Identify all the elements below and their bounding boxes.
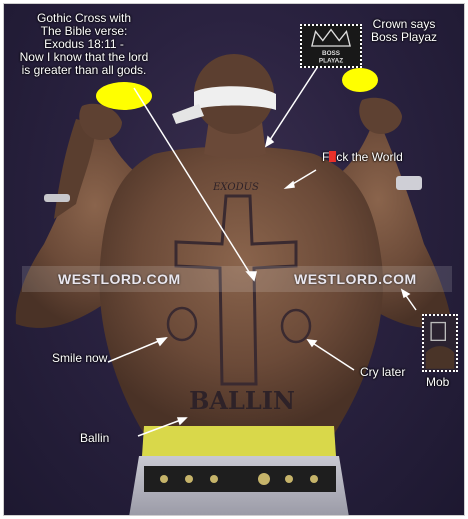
label-ballin: Ballin [80,431,110,445]
boxers [142,426,336,456]
ballin-tattoo: BALLIN [189,386,295,415]
watermark-left: WESTLORD.COM [58,271,181,287]
label-gothic-cross: Gothic Cross with The Bible verse: Exodu… [19,11,149,77]
mob-closeup [422,314,458,372]
crown-tattoo-line1: BOSS [322,50,340,57]
crown-tattoo-line2: PLAYAZ [319,57,343,64]
label-fuck-prefix: F [322,150,330,164]
annotation-arrows [107,59,417,437]
photo-frame: EXODUS BALLIN [3,3,465,516]
watermark-right: WESTLORD.COM [294,271,417,287]
label-mob: Mob [426,375,450,389]
belt-studs [160,473,318,485]
cross-tattoo [174,194,298,386]
label-smile-now: Smile now [52,351,108,365]
bandana-tail [172,104,204,124]
belt [144,466,336,492]
highlight-left [96,82,152,110]
censor-bar [329,151,337,162]
smile-mask [166,306,198,342]
label-fuck-suffix: ck the World [336,150,403,164]
label-cry-later: Cry later [360,365,406,379]
bandana [194,86,276,110]
exodus-tattoo: EXODUS [212,182,259,193]
left-fist [79,103,122,141]
back [99,146,383,434]
crown-closeup: BOSS PLAYAZ [300,24,362,68]
crown-icon: BOSS PLAYAZ [311,28,351,64]
highlight-right [342,68,378,92]
right-arm [304,114,452,328]
bracelet [44,194,70,202]
label-crown: Crown says Boss Playaz [370,17,438,44]
cry-mask [280,308,312,344]
watch [396,176,422,190]
watermark-band [22,266,452,292]
mob-tattoo-image [425,321,455,369]
right-fist [359,97,402,135]
tattoo-photo: EXODUS BALLIN [15,54,452,515]
